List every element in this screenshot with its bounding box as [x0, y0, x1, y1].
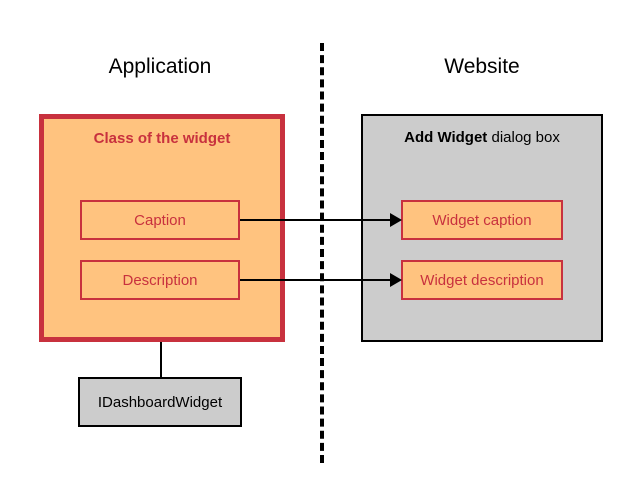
field-box-widget-description: Widget description	[401, 260, 563, 300]
mapping-line-description	[240, 279, 392, 281]
class-of-the-widget-label: Class of the widget	[93, 130, 231, 147]
arrowhead-icon-description	[390, 273, 402, 287]
add-widget-dialog-label: Add Widget dialog box	[363, 129, 601, 146]
arrowhead-icon-caption	[390, 213, 402, 227]
interface-connector-line	[160, 342, 162, 377]
application-column-title: Application	[108, 55, 212, 78]
add-widget-dialog-label-rest: dialog box	[487, 129, 560, 146]
add-widget-dialog-label-strong: Add Widget	[404, 129, 488, 146]
field-box-caption: Caption	[80, 200, 240, 240]
interface-box-idashboardwidget: IDashboardWidget	[78, 377, 242, 427]
mapping-line-caption	[240, 219, 392, 221]
website-column-title: Website	[444, 55, 520, 78]
vertical-dashed-divider	[320, 43, 324, 463]
field-box-widget-caption: Widget caption	[401, 200, 563, 240]
field-box-description: Description	[80, 260, 240, 300]
